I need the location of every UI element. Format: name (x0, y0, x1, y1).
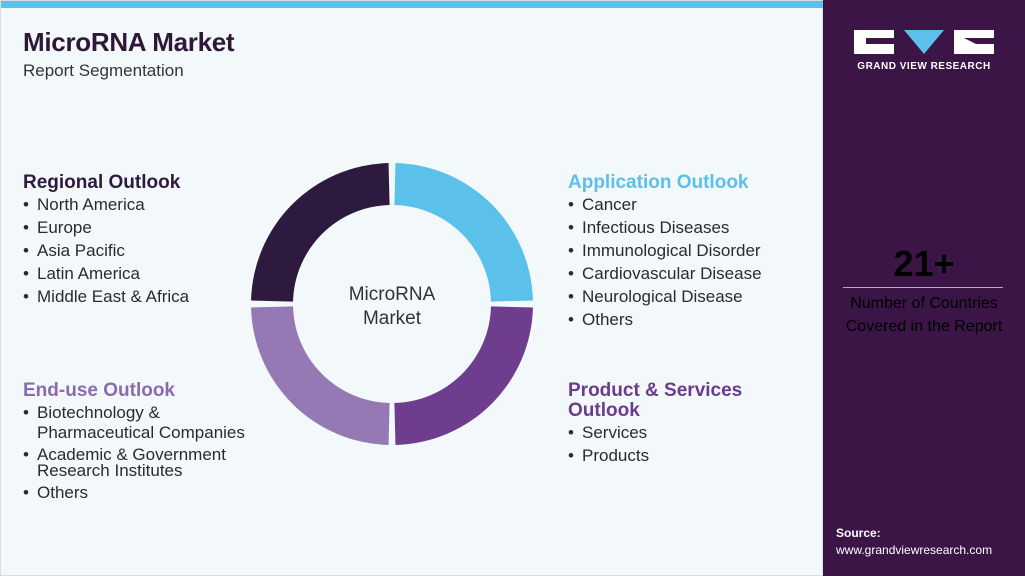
source-url[interactable]: www.grandviewresearch.com (836, 543, 993, 557)
list-item: Infectious Diseases (568, 219, 762, 236)
stat-divider (843, 287, 1003, 288)
list-item: Products (568, 447, 742, 464)
list-item: Latin America (23, 265, 189, 282)
donut-segment-application (394, 163, 533, 302)
top-accent-bar (1, 1, 824, 8)
list-item: Immunological Disorder (568, 242, 762, 259)
source-label: Source: (836, 526, 881, 540)
list-item: Others (23, 483, 245, 502)
list-item: North America (23, 196, 189, 213)
regional-outlook-heading: Regional Outlook (23, 172, 181, 193)
main-panel: MicroRNA Market Report Segmentation Regi… (0, 0, 823, 576)
end-use-outlook: End-use Outlook Biotechnology & Pharmace… (23, 381, 245, 508)
donut-segment-regional (251, 163, 390, 302)
brand-sidebar (823, 0, 1025, 576)
list-item: Services (568, 424, 742, 441)
end-use-outlook-list: Biotechnology & Pharmaceutical Companies… (23, 403, 245, 502)
segmentation-donut (251, 163, 533, 445)
center-label-line: MicroRNA (348, 284, 436, 305)
heading-line: Product & Services (568, 380, 743, 401)
center-label-line: Market (362, 308, 422, 329)
list-item: Others (568, 311, 762, 328)
list-item-line: Biotechnology & (37, 403, 160, 422)
list-item: Asia Pacific (23, 242, 189, 259)
regional-outlook: Regional Outlook North America Europe As… (23, 173, 189, 312)
list-item: Cancer (568, 196, 762, 213)
product-services-outlook-heading: Product & Services Outlook (568, 381, 742, 421)
stat-label-line: Number of Countries (850, 295, 998, 312)
list-item: Europe (23, 219, 189, 236)
list-item-line: Others (37, 483, 89, 502)
list-item-line: Pharmaceutical Companies (37, 423, 245, 442)
brand-name: GRAND VIEW RESEARCH (857, 61, 991, 72)
application-outlook: Application Outlook Cancer Infectious Di… (568, 173, 762, 335)
application-outlook-list: Cancer Infectious Diseases Immunological… (568, 196, 762, 328)
list-item-line: Research Institutes (37, 461, 183, 480)
product-services-outlook-list: Services Products (568, 424, 742, 464)
page-title: MicroRNA Market (23, 27, 235, 57)
donut-center-label: MicroRNA Market (322, 283, 462, 331)
list-item-line: Academic & Government (37, 445, 226, 464)
countries-stat-label: Number of Countries Covered in the Repor… (823, 292, 1025, 338)
heading-line: Outlook (568, 400, 640, 421)
product-services-outlook: Product & Services Outlook Services Prod… (568, 381, 742, 471)
application-outlook-heading: Application Outlook (568, 172, 749, 193)
donut-segment-product (394, 306, 533, 445)
list-item: Academic & Government Research Institute… (23, 445, 245, 480)
page-subtitle: Report Segmentation (23, 61, 184, 80)
list-item: Cardiovascular Disease (568, 265, 762, 282)
grand-view-research-logo (854, 30, 994, 54)
list-item: Biotechnology & Pharmaceutical Companies (23, 403, 245, 442)
list-item: Neurological Disease (568, 288, 762, 305)
list-item: Middle East & Africa (23, 288, 189, 305)
countries-stat-value: 21+ (893, 243, 955, 284)
end-use-outlook-heading: End-use Outlook (23, 380, 175, 401)
stat-label-line: Covered in the Report (845, 318, 1003, 335)
regional-outlook-list: North America Europe Asia Pacific Latin … (23, 196, 189, 305)
donut-segment-end-use (251, 306, 390, 445)
